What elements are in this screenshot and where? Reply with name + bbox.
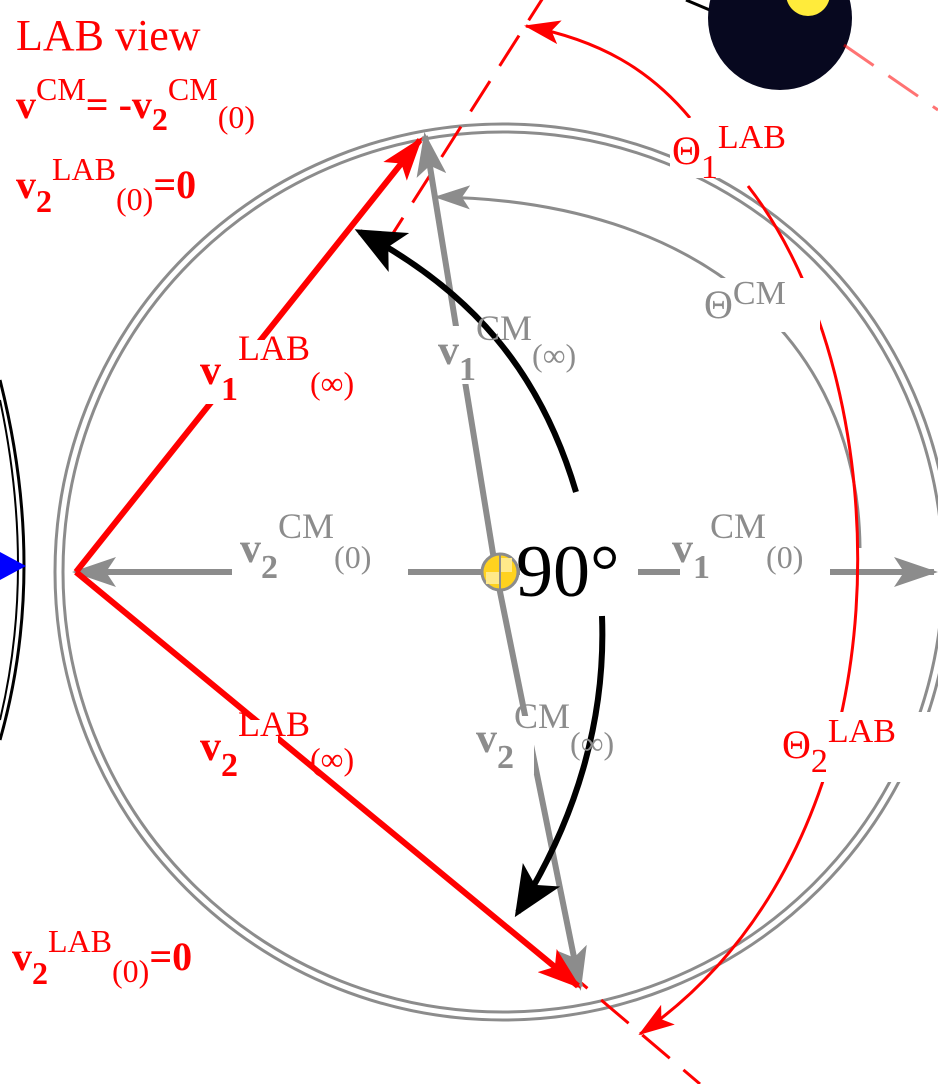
center-of-mass-marker (480, 552, 520, 592)
label-mask-90 (520, 512, 638, 604)
perpendicular-dashed-line (374, 0, 544, 261)
label-rotation-angle: 90° (516, 531, 620, 613)
label-mask-v1labinf (196, 340, 276, 404)
label-v1-cm-0: v1CM(0) (672, 506, 803, 586)
label-v2-cm-0: v2CM(0) (240, 506, 371, 586)
label-mask-v2cm0 (232, 536, 408, 592)
label-mask-theta2 (778, 712, 938, 782)
label-mask-v1cminf (436, 326, 496, 384)
theta1-lab-arc (524, 20, 692, 119)
label-theta-cm: ΘCM (704, 275, 786, 327)
label-v2-cm-inf: v2CM(∞) (476, 696, 614, 776)
label-v2-lab-inf: v2LAB(∞) (200, 704, 354, 784)
cm-velocity-circle-inner (61, 130, 938, 1014)
label-mask-v2labinf (198, 720, 278, 782)
label-mask-v1cm0 (680, 536, 830, 592)
view-title: LAB view (16, 11, 201, 60)
header-eq-cm-velocity: vCM= -v2CM(0) (16, 71, 255, 137)
theta-cm-arc (434, 185, 862, 549)
rotation-arrow-down (514, 615, 606, 918)
footer-eq-v2-lab-0: v2LAB(0)=0 (12, 923, 192, 991)
label-theta1-lab: Θ1LAB (672, 119, 786, 186)
label-mask-theta-cm (700, 278, 820, 332)
header-eq-v2-lab-0: v2LAB(0)=0 (16, 151, 196, 219)
label-mask-v2cminf (474, 716, 534, 774)
v2-cm-inf-arrow (493, 571, 587, 991)
rotation-arrow-up (354, 229, 579, 493)
upper-right-dashed-line (843, 43, 938, 112)
v2-lab-inf-arrow (74, 569, 582, 989)
label-v1-cm-inf: v1CM(∞) (438, 308, 576, 388)
yellow-particle-core (786, 0, 830, 16)
label-theta2-lab: Θ2LAB (782, 713, 896, 780)
label-v1-lab-inf: v1LAB(∞) (200, 328, 354, 408)
label-mask-theta1 (670, 118, 830, 178)
cm-velocity-circle-outer (53, 122, 938, 1022)
blue-arrow-tip (0, 552, 26, 580)
dark-particle (708, 0, 852, 90)
